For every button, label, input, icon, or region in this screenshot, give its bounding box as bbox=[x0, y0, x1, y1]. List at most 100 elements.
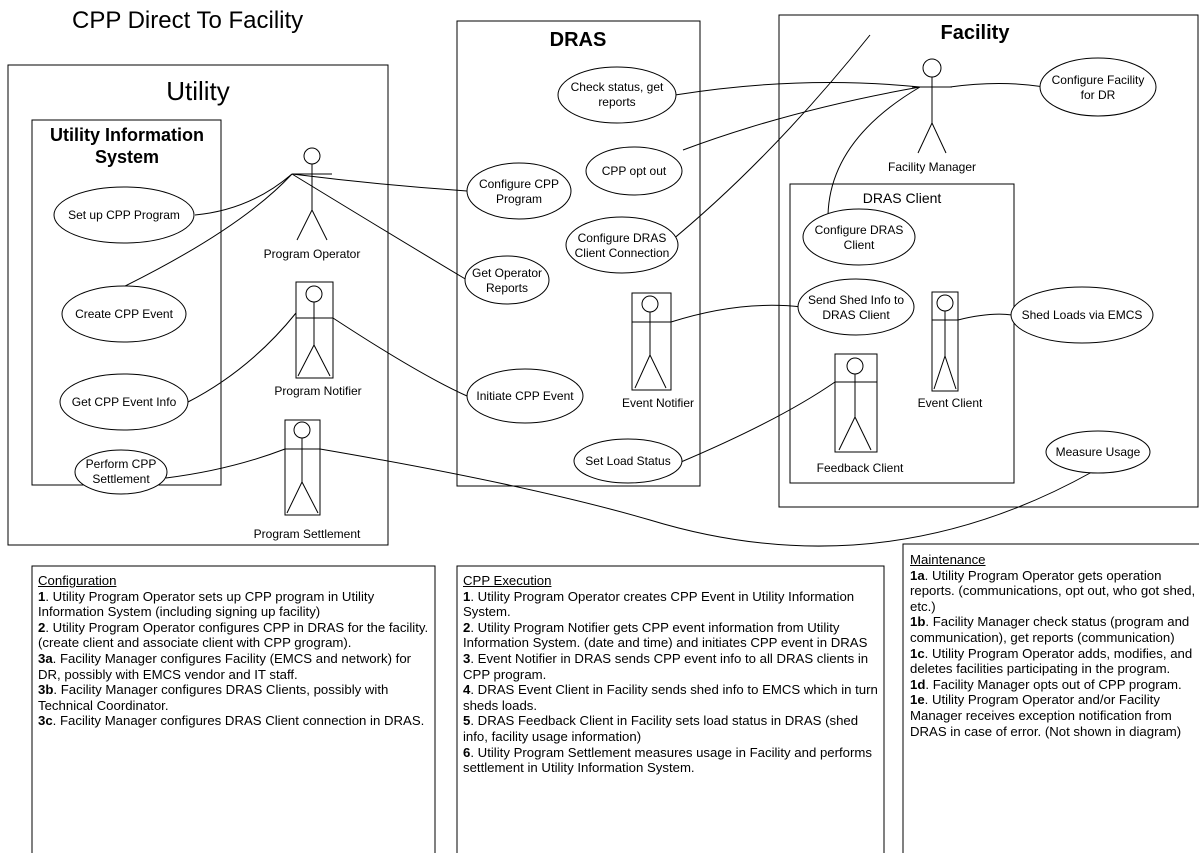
facility-title: Facility bbox=[941, 22, 1011, 44]
note-maintenance: Maintenance 1a. Utility Program Operator… bbox=[910, 552, 1196, 739]
assoc-notifier-initiate bbox=[332, 317, 468, 397]
note-maintenance-item: 1a. Utility Program Operator gets operat… bbox=[910, 568, 1196, 615]
actor-facility-manager-label: Facility Manager bbox=[888, 160, 976, 174]
assoc-manager-dras-conn bbox=[665, 34, 871, 246]
uc-check-status bbox=[557, 66, 677, 124]
uc-initiate-event-label: Initiate CPP Event bbox=[476, 389, 574, 403]
uis-title-line1: Utility Information bbox=[50, 125, 204, 145]
actor-feedback-client bbox=[834, 353, 878, 453]
uc-configure-dras-conn-label-1: Configure DRAS bbox=[578, 231, 667, 245]
note-execution-item: 2. Utility Program Notifier gets CPP eve… bbox=[463, 620, 881, 651]
dras-boundary bbox=[456, 20, 701, 487]
uc-shed-loads bbox=[1010, 286, 1154, 344]
uc-configure-facility-label-2: for DR bbox=[1081, 88, 1116, 102]
actor-program-settlement-label: Program Settlement bbox=[254, 527, 361, 541]
uc-setup-cpp-label: Set up CPP Program bbox=[68, 208, 180, 222]
dras-title: DRAS bbox=[550, 29, 607, 51]
note-maintenance-item-text: . Facility Manager opts out of CPP progr… bbox=[925, 676, 1182, 692]
note-execution-heading: CPP Execution bbox=[463, 573, 552, 588]
uc-perform-settlement-label-1: Perform CPP bbox=[86, 457, 157, 471]
note-configuration-item: 3c. Facility Manager configures DRAS Cli… bbox=[38, 713, 432, 729]
uc-configure-cpp-label-1: Configure CPP bbox=[479, 177, 559, 191]
note-execution-item-text: . DRAS Event Client in Facility sends sh… bbox=[463, 682, 878, 713]
note-execution-item: 1. Utility Program Operator creates CPP … bbox=[463, 589, 881, 620]
note-configuration-item-text: . Facility Manager configures Facility (… bbox=[38, 650, 412, 682]
dras-client-boundary bbox=[789, 183, 1015, 484]
note-maintenance-item: 1e. Utility Program Operator and/or Faci… bbox=[910, 692, 1196, 739]
uc-configure-facility bbox=[1039, 57, 1157, 117]
actor-event-notifier bbox=[631, 292, 672, 391]
note-execution-item: 4. DRAS Event Client in Facility sends s… bbox=[463, 682, 881, 713]
note-configuration-border bbox=[31, 565, 436, 853]
note-maintenance-item-text: . Utility Program Operator and/or Facili… bbox=[910, 692, 1182, 739]
actor-feedback-client-label: Feedback Client bbox=[817, 461, 904, 475]
uc-get-event-info-label: Get CPP Event Info bbox=[72, 395, 177, 409]
uc-get-event-info bbox=[59, 373, 189, 431]
uc-shed-loads-label: Shed Loads via EMCS bbox=[1022, 308, 1143, 322]
note-maintenance-item-number: 1b bbox=[910, 614, 926, 630]
actor-program-settlement bbox=[284, 419, 321, 516]
note-execution-item-text: . Utility Program Notifier gets CPP even… bbox=[463, 619, 868, 651]
uc-configure-dras-client-label-2: Client bbox=[844, 238, 875, 252]
uc-perform-settlement-label-2: Settlement bbox=[92, 472, 150, 486]
note-configuration-item-number: 2 bbox=[38, 619, 46, 635]
assoc-manager-configure-client bbox=[827, 86, 921, 216]
note-execution-item-number: 5 bbox=[463, 713, 471, 729]
uc-get-operator-reports-label-1: Get Operator bbox=[472, 266, 542, 280]
uc-setup-cpp bbox=[53, 186, 195, 244]
note-execution-item-number: 6 bbox=[463, 744, 471, 760]
note-execution-item-number: 2 bbox=[463, 619, 471, 635]
actor-event-notifier-label: Event Notifier bbox=[622, 396, 694, 410]
uc-send-shed-info-label-2: DRAS Client bbox=[822, 308, 890, 322]
uc-perform-settlement bbox=[74, 449, 168, 495]
uc-initiate-event bbox=[466, 368, 584, 424]
note-execution-item-text: . Event Notifier in DRAS sends CPP event… bbox=[463, 650, 869, 682]
note-execution-item-number: 4 bbox=[463, 682, 471, 698]
actor-program-operator bbox=[292, 147, 332, 241]
uc-opt-out bbox=[585, 146, 683, 196]
utility-title: Utility bbox=[166, 76, 230, 106]
note-execution-item: 5. DRAS Feedback Client in Facility sets… bbox=[463, 713, 881, 744]
assoc-manager-check bbox=[674, 82, 921, 96]
note-configuration-items: 1. Utility Program Operator sets up CPP … bbox=[38, 589, 432, 729]
actor-event-client bbox=[931, 291, 959, 392]
facility-boundary bbox=[778, 14, 1199, 508]
assoc-operator-create bbox=[114, 173, 293, 292]
note-execution-item-text: . Utility Program Settlement measures us… bbox=[463, 744, 872, 776]
note-maintenance-item-text: . Utility Program Operator adds, modifie… bbox=[910, 645, 1193, 677]
note-configuration-heading: Configuration bbox=[38, 573, 117, 588]
note-configuration-item: 3b. Facility Manager configures DRAS Cli… bbox=[38, 682, 432, 713]
uc-send-shed-info-label-1: Send Shed Info to bbox=[808, 293, 904, 307]
note-maintenance-item-number: 1c bbox=[910, 645, 925, 661]
uc-configure-dras-conn-label-2: Client Connection bbox=[575, 246, 670, 260]
note-configuration-item-text: . Utility Program Operator sets up CPP p… bbox=[38, 588, 375, 620]
assoc-notifier-getinfo bbox=[187, 312, 297, 403]
uc-set-load-status-label: Set Load Status bbox=[585, 454, 670, 468]
note-execution-items: 1. Utility Program Operator creates CPP … bbox=[463, 589, 881, 776]
uc-check-status-label-1: Check status, get bbox=[571, 80, 664, 94]
note-configuration-item-number: 3c bbox=[38, 713, 53, 729]
note-configuration-item-number: 1 bbox=[38, 588, 46, 604]
assoc-eventclient-shed bbox=[957, 313, 1013, 321]
note-maintenance-item-number: 1e bbox=[910, 692, 925, 708]
note-maintenance-item-number: 1a bbox=[910, 567, 925, 583]
note-configuration-item: 3a. Facility Manager configures Facility… bbox=[38, 651, 432, 682]
note-configuration-item: 2. Utility Program Operator configures C… bbox=[38, 620, 432, 651]
note-execution-item-text: . Utility Program Operator creates CPP E… bbox=[463, 588, 855, 620]
note-execution-item-text: . DRAS Feedback Client in Facility sets … bbox=[463, 713, 859, 744]
uc-measure-usage-label: Measure Usage bbox=[1056, 445, 1141, 459]
note-configuration-item: 1. Utility Program Operator sets up CPP … bbox=[38, 589, 432, 620]
dras-client-title: DRAS Client bbox=[863, 190, 942, 206]
assoc-notifier-sendshed bbox=[670, 304, 803, 323]
uis-title-line2: System bbox=[95, 147, 159, 167]
uc-create-event-label: Create CPP Event bbox=[75, 307, 173, 321]
note-configuration: Configuration 1. Utility Program Operato… bbox=[38, 573, 432, 729]
note-maintenance-item: 1d. Facility Manager opts out of CPP pro… bbox=[910, 677, 1196, 693]
assoc-manager-facility bbox=[949, 83, 1046, 88]
assoc-manager-optout bbox=[682, 86, 921, 151]
uc-create-event bbox=[61, 285, 187, 343]
note-maintenance-item-text: . Facility Manager check status (program… bbox=[910, 614, 1190, 645]
assoc-settlement-perform bbox=[165, 448, 286, 479]
note-configuration-item-text: . Facility Manager configures DRAS Clien… bbox=[38, 682, 389, 713]
